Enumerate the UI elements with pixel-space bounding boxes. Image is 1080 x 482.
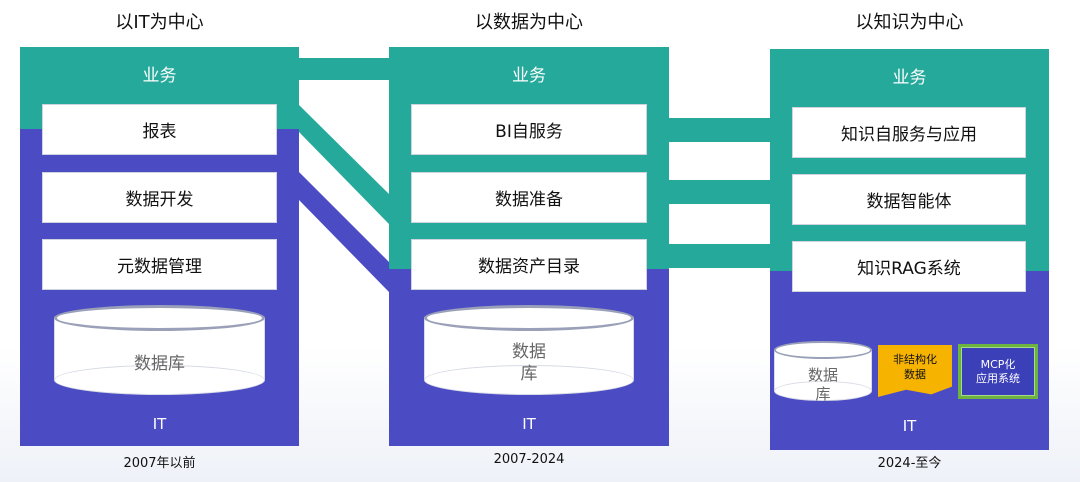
era-1-box-report: 报表 [42, 104, 277, 155]
mcp-app-system-box: MCP化 应用系统 [958, 344, 1038, 399]
era-1-panel: 业务 报表 数据开发 元数据管理 数据库 IT [20, 47, 299, 446]
era-2-it-label: IT [522, 415, 536, 433]
era-2-database-label-1: 数据 [512, 342, 546, 362]
era-2-business-band [389, 47, 669, 269]
connector-band-2c [669, 244, 770, 268]
era-3-database-label-2: 库 [815, 385, 831, 403]
era-2-title: 以数据为中心 [475, 12, 583, 33]
era-3-business-label: 业务 [892, 68, 927, 88]
era-1-title: 以IT为中心 [115, 12, 204, 33]
era-3-title: 以知识为中心 [855, 12, 964, 33]
era-2-box-data-prep: 数据准备 [411, 172, 647, 223]
era-1-business-label: 业务 [142, 66, 177, 86]
era-2-database-cylinder: 数据 库 [424, 305, 634, 397]
unstructured-data-doc: 非结构化 数据 [878, 345, 952, 397]
era-3-box-data-agent: 数据智能体 [792, 174, 1026, 225]
era-1-footer: 2007年以前 [123, 456, 196, 471]
era-2-box-bi-self-service: BI自服务 [411, 104, 647, 155]
connector-band-2a [669, 118, 770, 142]
unstructured-data-label-1: 非结构化 [893, 353, 937, 366]
era-2-database-label-2: 库 [520, 364, 538, 384]
connector-diagonal-teal-1 [299, 105, 389, 224]
era-3-box-rag-system: 知识RAG系统 [792, 241, 1026, 292]
connector-diagonal-indigo-1 [299, 172, 389, 292]
era-2-footer: 2007-2024 [493, 452, 565, 467]
era-3-it-label: IT [902, 417, 917, 435]
era-3-database-label-1: 数据 [807, 366, 838, 384]
era-2-box-asset-catalog: 数据资产目录 [411, 239, 647, 290]
era-3-footer: 2024-至今 [877, 456, 942, 471]
era-2-business-label: 业务 [512, 66, 546, 86]
era-1-box-metadata: 元数据管理 [42, 239, 277, 290]
era-2-panel: 业务 BI自服务 数据准备 数据资产目录 数据 库 IT [389, 47, 669, 446]
connector-band-2b [669, 180, 770, 204]
era-1-it-label: IT [152, 415, 167, 433]
era-3-box-knowledge-self-service: 知识自服务与应用 [792, 107, 1026, 158]
era-1-box-data-dev: 数据开发 [42, 172, 277, 223]
era-1-database-cylinder: 数据库 [54, 305, 265, 397]
era-3-database-cylinder: 数据 库 [774, 341, 872, 403]
mcp-label-1: MCP化 [980, 357, 1016, 371]
mcp-label-2: 应用系统 [976, 371, 1020, 385]
unstructured-data-label-2: 数据 [904, 368, 926, 381]
era-3-business-band [770, 49, 1049, 271]
era-1-database-label: 数据库 [134, 354, 185, 374]
connector-business-1 [299, 58, 389, 80]
